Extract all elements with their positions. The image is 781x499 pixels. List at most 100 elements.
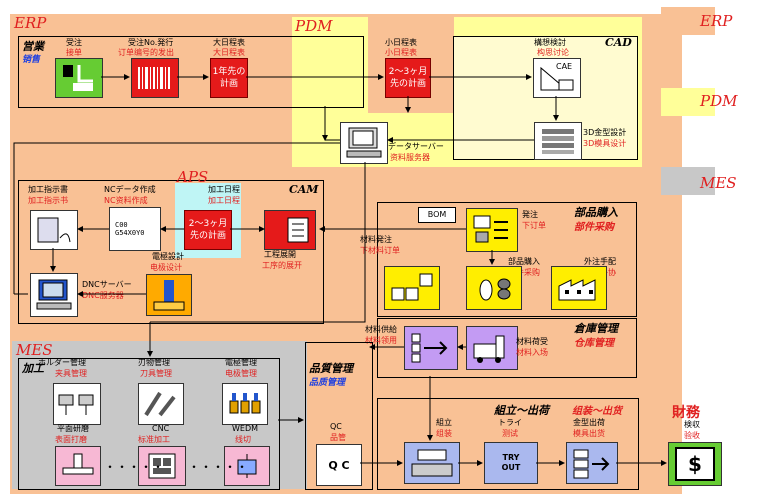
machining-schedule-label-cn: 加工日程: [208, 196, 240, 205]
concept-study-label-cn: 构思讨论: [537, 48, 569, 57]
order-number-label: 受注No.発行: [128, 38, 174, 47]
process-expansion-icon: [264, 210, 316, 250]
quality-title-cn: 品质管理: [309, 378, 346, 388]
pdm-zone-title: PDM: [295, 17, 333, 35]
assembly-title-cn: 组装～出货: [572, 406, 622, 417]
process-expansion-label-cn: 工序的展开: [262, 261, 302, 270]
tool-management-icon: [138, 383, 184, 425]
qc-label: QC: [330, 422, 342, 431]
order-receipt-label-cn: 接单: [66, 48, 82, 57]
erp-zone-title: ERP: [14, 14, 47, 32]
parts-purchase-icon: [466, 266, 522, 310]
nc-data-icon: C00 G54X0Y0: [109, 207, 161, 251]
quality-box: [305, 342, 373, 490]
order-label: 発注: [522, 210, 538, 219]
holder-management-label-cn: 夹具管理: [55, 369, 87, 378]
mes-title: MES: [16, 341, 53, 359]
purchasing-title-cn: 部件采购: [574, 222, 614, 233]
sales-title: 営業: [22, 40, 44, 53]
3d-design-icon: [534, 122, 582, 160]
parts-purchase-label-cn: 部件采购: [508, 268, 540, 277]
mold-shipping-icon: [566, 442, 618, 484]
two-month-plan-box: 2～3ヶ月先の計画: [385, 58, 431, 98]
ellipsis-left: ・・・・・: [104, 460, 165, 474]
material-receiving-label: 材料荷受: [516, 337, 548, 346]
data-server-icon: [340, 122, 388, 164]
sales-box: [18, 36, 364, 108]
holder-management-icon: [53, 383, 101, 425]
legend-mes-swatch: [661, 167, 715, 195]
material-order-label-cn: 下材料订单: [360, 246, 400, 255]
3d-design-label: 3D金型設計: [583, 128, 627, 137]
machining-box: [18, 358, 280, 490]
assembly-item-label-cn: 组装: [436, 429, 452, 438]
material-order-icon: [384, 266, 440, 310]
dnc-server-icon: [30, 273, 78, 317]
assembly-title: 組立～出荷: [494, 404, 549, 417]
order-label-cn: 下订单: [522, 221, 546, 230]
inspection-label: 検収: [684, 420, 700, 429]
tryout-label-cn: 测试: [502, 429, 518, 438]
order-receipt-label: 受注: [66, 38, 82, 47]
machining-title: 加工: [22, 362, 44, 375]
cnc-icon: [138, 446, 186, 486]
tryout-icon-text: TRY OUT: [501, 453, 521, 472]
small-schedule-label-cn: 小日程表: [385, 48, 417, 57]
process-expansion-label: 工程展開: [264, 250, 296, 259]
material-order-label: 材料発注: [360, 235, 392, 244]
electrode-management-label-cn: 电极管理: [225, 369, 257, 378]
material-supply-label-cn: 材料领用: [365, 336, 397, 345]
machining-instruction-label-cn: 加工指示书: [28, 196, 68, 205]
legend-pdm-swatch: [661, 88, 715, 116]
surface-grinding-label: 平面研磨: [57, 424, 89, 433]
aps-title: APS: [177, 168, 209, 186]
holder-management-label: ホルダー管理: [38, 358, 86, 367]
machining-instruction-label: 加工指示書: [28, 185, 68, 194]
cam-title: CAM: [289, 183, 319, 196]
bom-tag: BOM: [418, 207, 456, 223]
inspection-label-cn: 验收: [684, 431, 700, 440]
material-receiving-label-cn: 材料入场: [516, 348, 548, 357]
quality-title: 品質管理: [309, 362, 353, 375]
nc-code-text: C00 G54X0Y0: [115, 221, 145, 237]
legend-pdm-label: PDM: [700, 92, 738, 110]
cae-label: CAE: [556, 62, 573, 71]
tryout-icon: TRY OUT: [484, 442, 538, 484]
qc-icon-text: Q C: [328, 458, 350, 472]
electrode-management-label: 電極管理: [225, 358, 257, 367]
cad-title: CAD: [605, 36, 632, 49]
machining-plan-box: 2～3ヶ月先の計画: [184, 210, 232, 250]
surface-grinding-label-cn: 表面打磨: [55, 435, 87, 444]
cnc-label-cn: 标准加工: [138, 435, 170, 444]
wedm-label: WEDM: [232, 424, 259, 433]
dnc-server-label-cn: DNC服务器: [82, 291, 124, 300]
data-server-label: データサーバー: [388, 142, 444, 151]
small-schedule-label: 小日程表: [385, 38, 417, 47]
electrode-design-label-cn: 电极设计: [150, 263, 182, 272]
assembly-item-label: 組立: [436, 418, 452, 427]
wedm-label-cn: 线切: [235, 435, 251, 444]
material-supply-icon: [404, 326, 458, 370]
dollar-icon-inner: $: [675, 447, 715, 481]
concept-study-label: 構想検討: [534, 38, 566, 47]
cae-icon: [533, 58, 581, 98]
order-icon: [466, 208, 518, 252]
parts-purchase-label: 部品購入: [508, 257, 540, 266]
electrode-design-label: 電極設計: [152, 252, 184, 261]
legend-erp-label: ERP: [700, 12, 733, 30]
mold-shipping-label-cn: 模具出货: [573, 429, 605, 438]
3d-design-label-cn: 3D模具设计: [583, 139, 627, 148]
dollar-icon: $: [668, 442, 722, 486]
wedm-icon: [224, 446, 270, 486]
warehouse-title-cn: 仓库管理: [574, 338, 614, 349]
purchasing-title: 部品購入: [574, 206, 618, 219]
warehouse-box: [377, 318, 637, 378]
mold-shipping-label: 金型出荷: [573, 418, 605, 427]
surface-grinding-icon: [55, 446, 101, 486]
assembly-box: [377, 398, 639, 490]
warehouse-title: 倉庫管理: [574, 322, 618, 335]
ellipsis-right: ・・・・・: [188, 460, 249, 474]
data-server-label-cn: 资料服务器: [390, 153, 430, 162]
qc-icon: Q C: [316, 444, 362, 486]
master-schedule-label: 大日程表: [213, 38, 245, 47]
